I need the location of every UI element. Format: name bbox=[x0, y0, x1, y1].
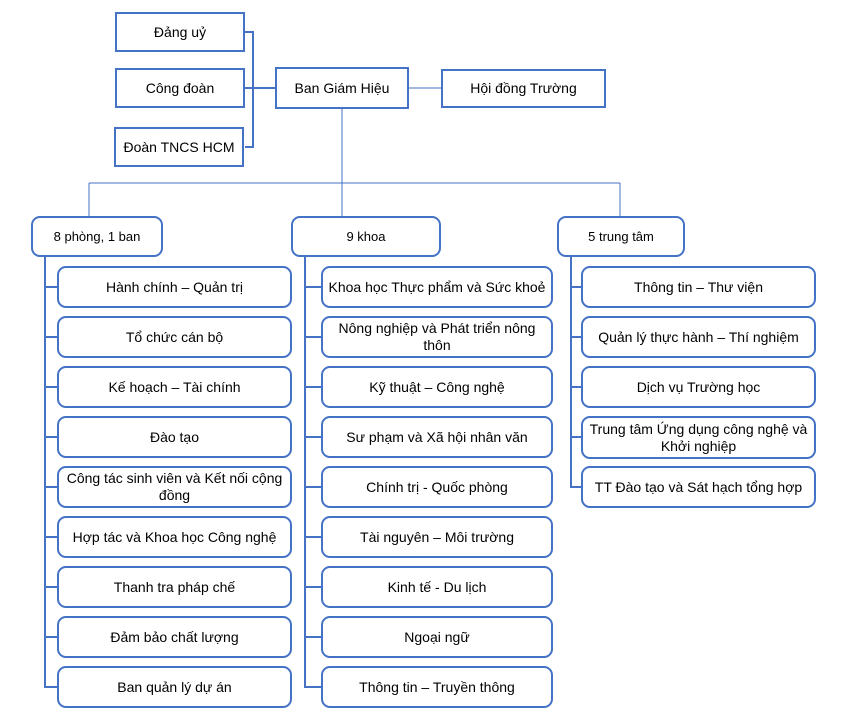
faculty-box[interactable]: Chính trị - Quốc phòng bbox=[321, 466, 553, 508]
group-header-label: 5 trung tâm bbox=[588, 228, 654, 244]
dept-box[interactable]: Đào tạo bbox=[57, 416, 292, 458]
group-header-trung-tam[interactable]: 5 trung tâm bbox=[557, 216, 685, 257]
faculty-box[interactable]: Khoa học Thực phẩm và Sức khoẻ bbox=[321, 266, 553, 308]
dept-box[interactable]: Hợp tác và Khoa học Công nghệ bbox=[57, 516, 292, 558]
dept-box[interactable]: Công tác sinh viên và Kết nối cộng đồng bbox=[57, 466, 292, 508]
faculty-label: Tài nguyên – Môi trường bbox=[360, 528, 514, 545]
center-label: Thông tin – Thư viện bbox=[634, 278, 763, 295]
dept-box[interactable]: Ban quản lý dự án bbox=[57, 666, 292, 708]
center-label: TT Đào tạo và Sát hạch tổng hợp bbox=[594, 478, 803, 495]
dept-box[interactable]: Hành chính – Quản trị bbox=[57, 266, 292, 308]
faculty-label: Thông tin – Truyền thông bbox=[359, 678, 515, 695]
faculty-box[interactable]: Kỹ thuật – Công nghệ bbox=[321, 366, 553, 408]
node-dang-uy[interactable]: Đảng uỷ bbox=[115, 12, 245, 52]
group-header-phong-ban[interactable]: 8 phòng, 1 ban bbox=[31, 216, 163, 257]
center-box[interactable]: Dịch vụ Trường học bbox=[581, 366, 816, 408]
dept-label: Đào tạo bbox=[149, 428, 200, 445]
center-box[interactable]: Trung tâm Ứng dụng công nghệ và Khởi ngh… bbox=[581, 416, 816, 459]
faculty-box[interactable]: Nông nghiệp và Phát triển nông thôn bbox=[321, 316, 553, 358]
node-hoi-dong-truong[interactable]: Hội đồng Trường bbox=[441, 69, 606, 108]
faculty-box[interactable]: Tài nguyên – Môi trường bbox=[321, 516, 553, 558]
faculty-label: Nông nghiệp và Phát triển nông thôn bbox=[338, 320, 536, 353]
group-header-khoa[interactable]: 9 khoa bbox=[291, 216, 441, 257]
center-label: Quản lý thực hành – Thí nghiệm bbox=[598, 328, 799, 345]
dept-label: Ban quản lý dự án bbox=[117, 678, 232, 695]
center-box[interactable]: Quản lý thực hành – Thí nghiệm bbox=[581, 316, 816, 358]
center-box[interactable]: TT Đào tạo và Sát hạch tổng hợp bbox=[581, 466, 816, 508]
dept-label: Công tác sinh viên và Kết nối cộng đồng bbox=[66, 470, 283, 503]
faculty-box[interactable]: Thông tin – Truyền thông bbox=[321, 666, 553, 708]
node-label: Hội đồng Trường bbox=[470, 80, 577, 97]
center-label: Dịch vụ Trường học bbox=[636, 378, 761, 395]
dept-label: Đảm bảo chất lượng bbox=[110, 628, 239, 645]
dept-box[interactable]: Thanh tra pháp chế bbox=[57, 566, 292, 608]
node-ban-giam-hieu[interactable]: Ban Giám Hiệu bbox=[275, 67, 409, 109]
node-label: Đoàn TNCS HCM bbox=[123, 138, 235, 155]
node-label: Đảng uỷ bbox=[153, 23, 207, 40]
faculty-label: Chính trị - Quốc phòng bbox=[366, 478, 508, 495]
dept-box[interactable]: Kế hoạch – Tài chính bbox=[57, 366, 292, 408]
node-doan-tncs-hcm[interactable]: Đoàn TNCS HCM bbox=[114, 127, 244, 167]
center-box[interactable]: Thông tin – Thư viện bbox=[581, 266, 816, 308]
group-header-label: 8 phòng, 1 ban bbox=[53, 228, 141, 244]
dept-box[interactable]: Đảm bảo chất lượng bbox=[57, 616, 292, 658]
faculty-box[interactable]: Ngoại ngữ bbox=[321, 616, 553, 658]
faculty-box[interactable]: Kinh tế - Du lịch bbox=[321, 566, 553, 608]
faculty-label: Khoa học Thực phẩm và Sức khoẻ bbox=[328, 278, 546, 295]
faculty-box[interactable]: Sư phạm và Xã hội nhân văn bbox=[321, 416, 553, 458]
node-label: Ban Giám Hiệu bbox=[294, 79, 390, 96]
dept-label: Kế hoạch – Tài chính bbox=[108, 378, 241, 395]
faculty-label: Kinh tế - Du lịch bbox=[387, 578, 487, 595]
node-label: Công đoàn bbox=[145, 79, 215, 96]
dept-label: Hợp tác và Khoa học Công nghệ bbox=[72, 528, 277, 545]
dept-label: Hành chính – Quản trị bbox=[106, 278, 243, 295]
group-header-label: 9 khoa bbox=[346, 228, 386, 244]
node-cong-doan[interactable]: Công đoàn bbox=[115, 68, 245, 108]
dept-box[interactable]: Tổ chức cán bộ bbox=[57, 316, 292, 358]
faculty-label: Sư phạm và Xã hội nhân văn bbox=[346, 428, 528, 445]
dept-label: Thanh tra pháp chế bbox=[113, 578, 236, 595]
faculty-label: Ngoại ngữ bbox=[404, 628, 470, 645]
faculty-label: Kỹ thuật – Công nghệ bbox=[369, 378, 505, 395]
center-label: Trung tâm Ứng dụng công nghệ và Khởi ngh… bbox=[589, 420, 808, 454]
dept-label: Tổ chức cán bộ bbox=[125, 328, 224, 345]
